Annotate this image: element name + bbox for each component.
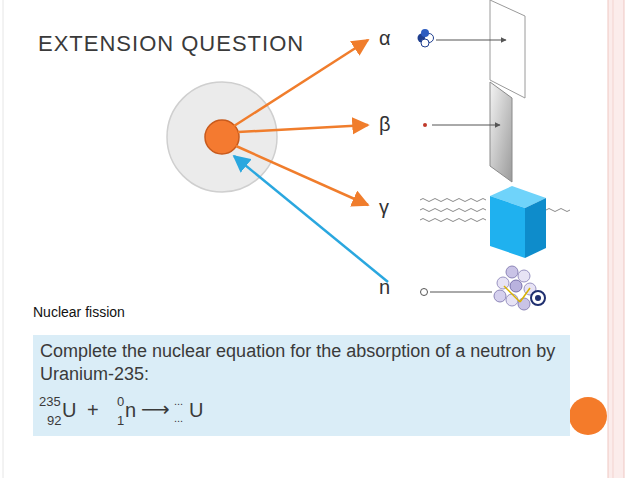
gamma-arrow [236,146,368,205]
neutron-path [430,292,492,293]
radiation-label: α [379,27,391,50]
equation-term: 235 [39,394,61,410]
decor-dot [569,397,607,435]
lead-block-side [525,198,546,258]
paper-sheet [490,0,525,98]
gamma-wave [546,209,570,212]
nucleus-cluster [494,266,545,310]
side-line [613,0,614,478]
equation-term: 0 [117,394,124,410]
equation-term: + [87,398,99,423]
radiation-label: γ [379,196,389,219]
side-band [608,0,624,478]
beta-particle [423,123,427,127]
side-line [608,0,609,478]
side-line [624,0,625,478]
caption-note: Nuclear fission [33,304,125,320]
equation-term: n [125,398,136,423]
beta-arrow [238,125,368,132]
radiation-label: n [379,276,390,299]
slide-title: EXTENSION QUESTION [38,31,304,57]
neutron [421,289,428,296]
alpha-particle [421,29,429,37]
equation-term: ... [174,395,183,409]
radiation-label: β [379,113,391,136]
equation-term: U [62,398,76,423]
equation-term: 92 [47,413,61,429]
alpha-particle [421,39,429,47]
equation-term: ⟶ [141,397,170,422]
question-box: Complete the nuclear equation for the ab… [33,335,570,436]
gamma-wave [420,209,486,212]
gamma-wave [420,199,486,202]
question-text: Complete the nuclear equation for the ab… [40,340,565,385]
frame-line [3,0,4,478]
beta-path [432,125,500,126]
metal-sheet [490,82,512,182]
neutron-arrow [234,156,388,282]
equation-term: 1 [117,413,124,429]
atom-shell [167,82,277,192]
alpha-path [436,40,506,41]
lead-block-front [490,196,525,258]
gamma-wave [420,219,486,222]
equation-term: U [189,398,203,423]
equation-term: ... [174,412,183,426]
